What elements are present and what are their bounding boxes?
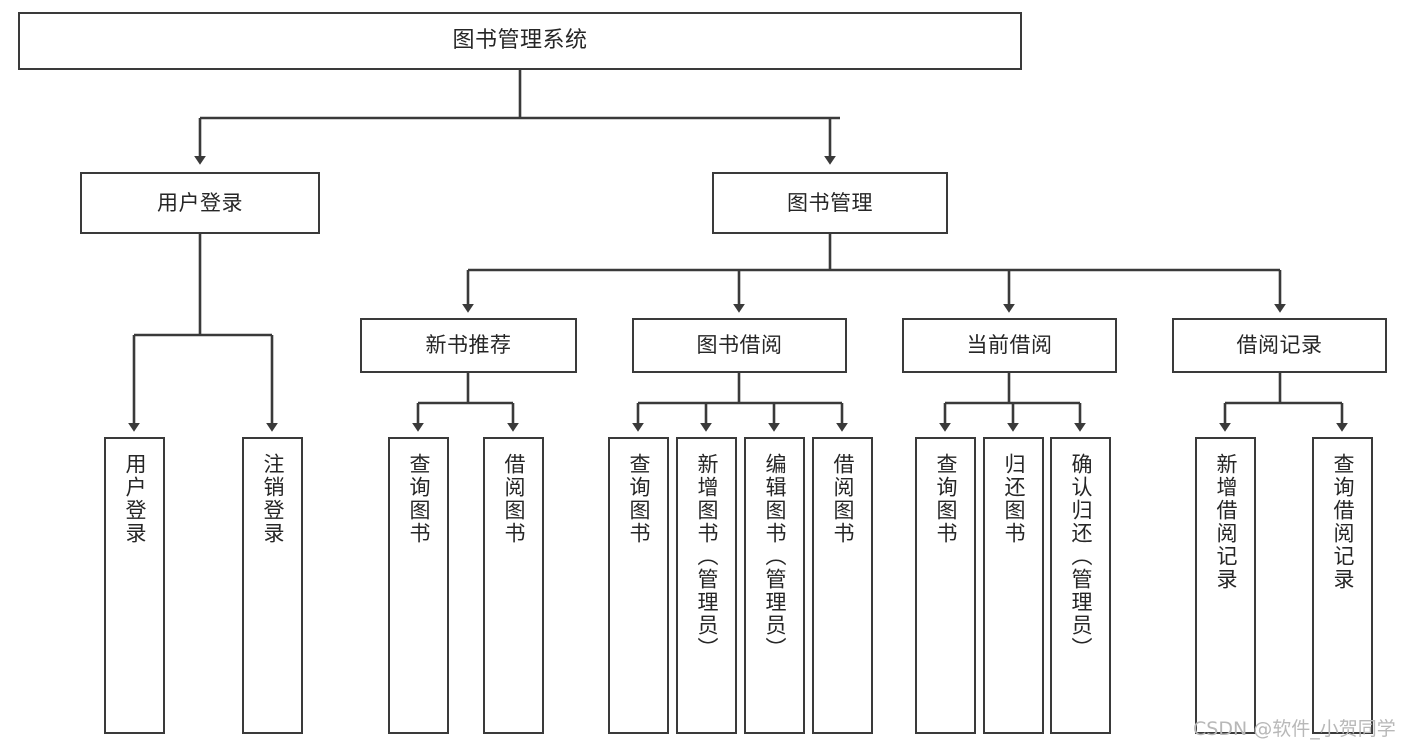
node-new-book-recommend[interactable]: 新书推荐 xyxy=(360,318,577,373)
node-label: 图书借阅 xyxy=(696,333,783,357)
leaf-user-login-logout[interactable]: 注销登录 xyxy=(242,437,303,734)
node-label: 图书管理 xyxy=(787,190,873,215)
leaf-borrow-add-book-admin[interactable]: 新增图书（管理员） xyxy=(676,437,737,734)
leaf-records-add-record[interactable]: 新增借阅记录 xyxy=(1195,437,1256,734)
node-user-login[interactable]: 用户登录 xyxy=(80,172,320,234)
leaf-borrow-borrow-book[interactable]: 借阅图书 xyxy=(812,437,873,734)
node-book-borrow[interactable]: 图书借阅 xyxy=(632,318,847,373)
node-label: 注销登录 xyxy=(260,453,285,545)
node-label: 借阅图书 xyxy=(501,453,526,545)
leaf-borrow-edit-book-admin[interactable]: 编辑图书（管理员） xyxy=(744,437,805,734)
node-book-management[interactable]: 图书管理 xyxy=(712,172,948,234)
node-label: 借阅图书 xyxy=(830,453,855,545)
leaf-user-login-login[interactable]: 用户登录 xyxy=(104,437,165,734)
node-label: 借阅记录 xyxy=(1236,333,1323,357)
leaf-new-book-query-book[interactable]: 查询图书 xyxy=(388,437,449,734)
node-label: 确认归还（管理员） xyxy=(1068,453,1093,660)
leaf-borrow-query-book[interactable]: 查询图书 xyxy=(608,437,669,734)
leaf-current-confirm-return-admin[interactable]: 确认归还（管理员） xyxy=(1050,437,1111,734)
node-label: 用户登录 xyxy=(122,453,147,545)
node-label: 编辑图书（管理员） xyxy=(762,453,787,660)
node-current-borrow[interactable]: 当前借阅 xyxy=(902,318,1117,373)
node-root-system[interactable]: 图书管理系统 xyxy=(18,12,1022,70)
node-label: 当前借阅 xyxy=(966,333,1053,357)
node-label: 查询图书 xyxy=(626,453,651,545)
node-label: 新书推荐 xyxy=(425,333,512,357)
leaf-current-query-book[interactable]: 查询图书 xyxy=(915,437,976,734)
node-borrow-records[interactable]: 借阅记录 xyxy=(1172,318,1387,373)
leaf-new-book-borrow-book[interactable]: 借阅图书 xyxy=(483,437,544,734)
node-label: 用户登录 xyxy=(157,190,243,215)
node-label: 查询图书 xyxy=(406,453,431,545)
leaf-current-return-book[interactable]: 归还图书 xyxy=(983,437,1044,734)
node-label: 新增图书（管理员） xyxy=(694,453,719,660)
node-label: 查询图书 xyxy=(933,453,958,545)
node-label: 新增借阅记录 xyxy=(1213,453,1238,591)
leaf-records-query-record[interactable]: 查询借阅记录 xyxy=(1312,437,1373,734)
node-label: 图书管理系统 xyxy=(452,28,588,53)
node-label: 查询借阅记录 xyxy=(1330,453,1355,591)
csdn-watermark: CSDN @软件_小贺同学 xyxy=(1193,718,1396,740)
node-label: 归还图书 xyxy=(1001,453,1026,545)
